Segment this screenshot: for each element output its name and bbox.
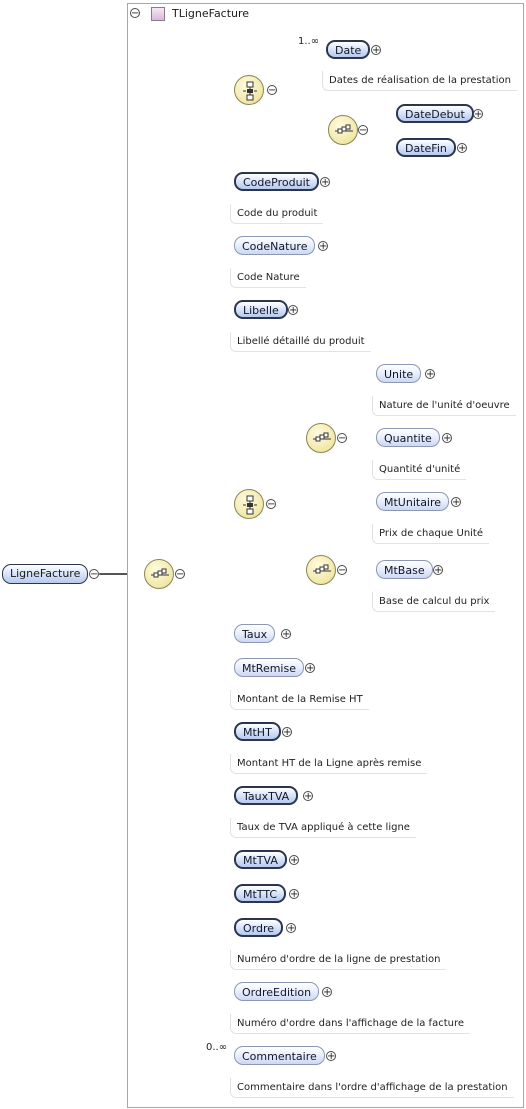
element-mt-unitaire[interactable]: MtUnitaire: [376, 492, 450, 511]
documentation-mt-base: Base de calcul du prix: [372, 592, 496, 612]
expand-icon[interactable]: +: [451, 497, 461, 508]
expand-icon[interactable]: +: [281, 629, 291, 640]
element-date-debut[interactable]: DateDebut: [396, 104, 474, 123]
sequence-compositor-icon[interactable]: [306, 555, 336, 585]
collapse-icon[interactable]: −: [267, 85, 277, 96]
expand-icon[interactable]: +: [318, 241, 328, 252]
expand-icon[interactable]: +: [322, 987, 332, 998]
sequence-compositor-icon[interactable]: [144, 559, 174, 589]
element-mt-base[interactable]: MtBase: [376, 560, 433, 579]
element-taux[interactable]: Taux: [234, 624, 276, 643]
root-element-ligne-facture[interactable]: LigneFacture: [2, 564, 89, 584]
complex-type-title: TLigneFacture: [172, 7, 250, 20]
collapse-icon[interactable]: −: [175, 569, 185, 580]
expand-icon[interactable]: +: [289, 855, 299, 866]
expand-icon[interactable]: +: [305, 663, 315, 674]
element-mt-ttc[interactable]: MtTTC: [234, 884, 287, 903]
collapse-icon[interactable]: −: [358, 125, 368, 136]
documentation-ordre: Numéro d'ordre de la ligne de prestation: [230, 950, 447, 970]
documentation-code-produit: Code du produit: [230, 204, 324, 224]
documentation-code-nature: Code Nature: [230, 268, 306, 288]
expand-icon[interactable]: +: [320, 177, 330, 188]
element-code-nature[interactable]: CodeNature: [234, 236, 316, 255]
collapse-icon[interactable]: −: [130, 8, 140, 19]
choice-compositor-icon[interactable]: [234, 489, 264, 519]
expand-icon[interactable]: +: [286, 923, 296, 934]
element-libelle[interactable]: Libelle: [234, 300, 288, 319]
element-mt-remise[interactable]: MtRemise: [234, 658, 304, 677]
element-taux-tva[interactable]: TauxTVA: [234, 786, 299, 805]
expand-icon[interactable]: +: [289, 889, 299, 900]
element-ordre[interactable]: Ordre: [234, 918, 284, 937]
expand-icon[interactable]: +: [473, 109, 483, 120]
cardinality-label: 1..∞: [298, 36, 320, 47]
sequence-compositor-icon[interactable]: [328, 115, 358, 145]
documentation-mt-remise: Montant de la Remise HT: [230, 690, 369, 710]
element-mt-ht[interactable]: MtHT: [234, 722, 281, 741]
documentation-ordre-edition: Numéro d'ordre dans l'affichage de la fa…: [230, 1014, 471, 1034]
element-date[interactable]: Date: [326, 40, 371, 59]
choice-compositor-icon[interactable]: [234, 75, 264, 105]
collapse-icon[interactable]: −: [337, 565, 347, 576]
sequence-compositor-icon[interactable]: [306, 423, 336, 453]
element-commentaire[interactable]: Commentaire: [234, 1046, 325, 1065]
expand-icon[interactable]: +: [326, 1051, 336, 1062]
expand-icon[interactable]: +: [457, 143, 467, 154]
documentation-mt-ht: Montant HT de la Ligne après remise: [230, 754, 428, 774]
cardinality-label: 0..∞: [206, 1042, 228, 1053]
expand-icon[interactable]: +: [282, 727, 292, 738]
complex-type-icon: [151, 7, 165, 21]
documentation-quantite: Quantité d'unité: [372, 460, 467, 480]
expand-icon[interactable]: +: [433, 565, 443, 576]
element-ordre-edition[interactable]: OrdreEdition: [234, 982, 320, 1001]
expand-icon[interactable]: +: [303, 791, 313, 802]
element-unite[interactable]: Unite: [376, 364, 422, 383]
element-quantite[interactable]: Quantite: [376, 428, 440, 447]
documentation-date: Dates de réalisation de la prestation: [322, 71, 517, 91]
documentation-mt-unitaire: Prix de chaque Unité: [372, 524, 490, 544]
collapse-icon[interactable]: −: [266, 499, 276, 510]
documentation-libelle: Libellé détaillé du produit: [230, 332, 371, 352]
element-mt-tva[interactable]: MtTVA: [234, 850, 287, 869]
expand-icon[interactable]: +: [371, 45, 381, 56]
expand-icon[interactable]: +: [425, 369, 435, 380]
expand-icon[interactable]: +: [442, 433, 452, 444]
collapse-icon[interactable]: −: [337, 433, 347, 444]
documentation-commentaire: Commentaire dans l'ordre d'affichage de …: [230, 1078, 514, 1098]
documentation-taux-tva: Taux de TVA appliqué à cette ligne: [230, 818, 416, 838]
expand-icon[interactable]: +: [288, 305, 298, 316]
collapse-icon[interactable]: −: [89, 569, 99, 580]
element-code-produit[interactable]: CodeProduit: [234, 172, 319, 191]
element-date-fin[interactable]: DateFin: [396, 138, 456, 157]
documentation-unite: Nature de l'unité d'oeuvre: [372, 396, 516, 416]
